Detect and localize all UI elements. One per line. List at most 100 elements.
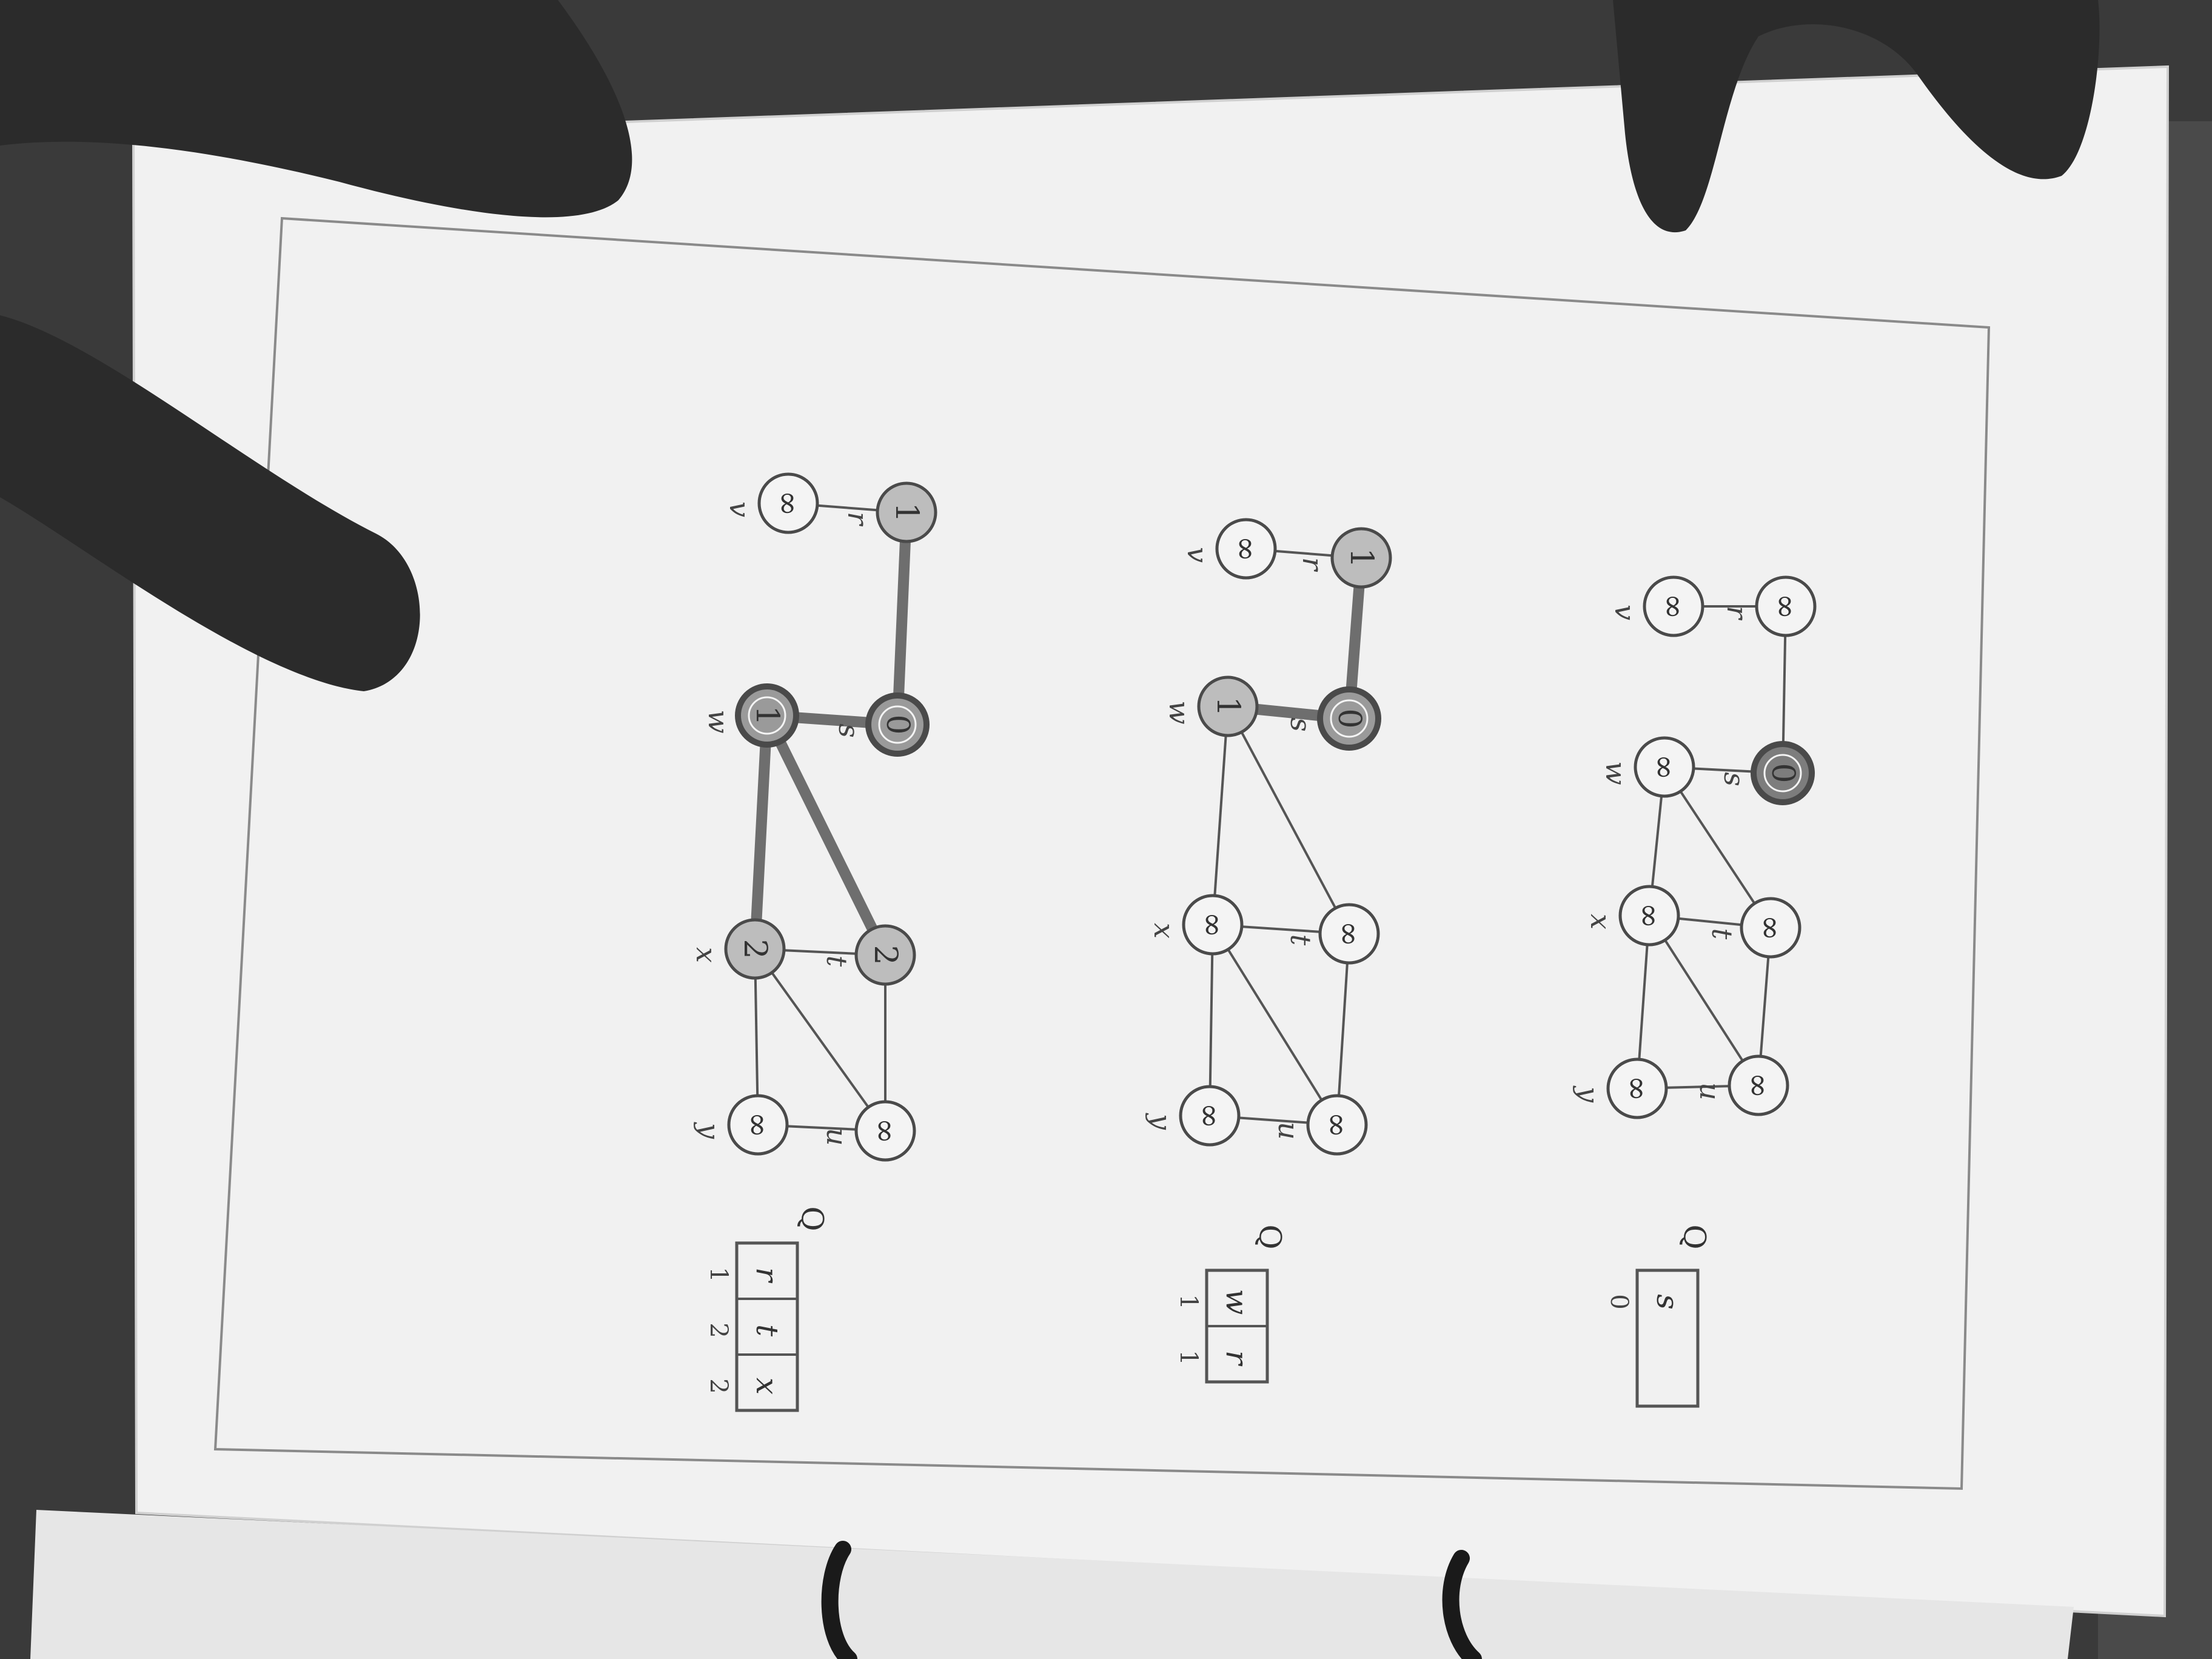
node-label: y	[693, 1122, 726, 1139]
edge-x-u	[1648, 914, 1760, 1087]
node-value: 1	[888, 502, 925, 522]
edge-w-x	[1212, 706, 1229, 925]
node-u: ∞u	[820, 1100, 916, 1162]
node-u: ∞u	[1272, 1094, 1368, 1156]
node-circle	[865, 692, 930, 757]
queue-vertex: r	[749, 1267, 785, 1284]
node-value: 1	[1210, 696, 1246, 716]
node-label: t	[1706, 928, 1738, 940]
node-value: 2	[737, 939, 773, 959]
queue-distance: 0	[1605, 1294, 1633, 1309]
node-label: w	[1600, 761, 1632, 785]
node-label: v	[1609, 605, 1641, 620]
edge-x-u	[1212, 923, 1338, 1126]
node-v: ∞v	[1181, 518, 1277, 580]
node-t: ∞t	[1284, 903, 1380, 965]
edge-t-u	[1336, 933, 1350, 1125]
node-value: ∞	[1768, 593, 1804, 619]
queue-vertex: t	[749, 1324, 785, 1337]
node-value: 0	[1765, 763, 1801, 783]
node-t: ∞t	[1706, 897, 1801, 959]
edge-x-y	[1208, 924, 1214, 1116]
queue-distance: 1	[1175, 1350, 1202, 1365]
node-y: ∞y	[1572, 1057, 1668, 1119]
node-x: ∞x	[1584, 885, 1680, 947]
node-v: ∞v	[1609, 575, 1704, 637]
node-r: 1r	[1296, 527, 1392, 589]
node-label: x	[1584, 914, 1617, 930]
node-s: 0s	[1718, 741, 1815, 805]
node-circle	[1606, 1057, 1668, 1119]
notebook-page	[132, 65, 2170, 1618]
node-label: v	[723, 501, 756, 517]
node-circle	[1755, 575, 1817, 637]
node-x: 2x	[690, 918, 786, 980]
node-circle	[854, 924, 916, 986]
edge-w-t	[1663, 766, 1772, 929]
node-circle	[1318, 903, 1380, 965]
node-inner-ring	[1330, 699, 1369, 738]
node-y: ∞y	[693, 1094, 789, 1156]
node-value: ∞	[867, 1118, 903, 1144]
node-label: u	[1694, 1082, 1726, 1101]
node-circle	[1634, 736, 1695, 798]
edge-x-u	[754, 948, 886, 1132]
node-value: 1	[1343, 548, 1379, 568]
node-label: t	[1284, 934, 1317, 946]
node-circle	[727, 1094, 789, 1156]
node-circle	[1643, 575, 1704, 637]
queue-distance: 1	[1175, 1294, 1202, 1309]
node-v: ∞v	[723, 472, 819, 534]
node-label: u	[1272, 1122, 1305, 1140]
queue-box	[1635, 1269, 1700, 1408]
node-label: u	[820, 1128, 853, 1146]
queue-distance: 2	[705, 1322, 732, 1338]
node-value: ∞	[1228, 535, 1264, 561]
node-circle	[1330, 527, 1392, 589]
node-label: r	[1296, 557, 1329, 572]
node-label: r	[1721, 606, 1754, 621]
node-value: 0	[1331, 708, 1367, 728]
node-circle	[757, 472, 819, 534]
node-circle	[854, 1100, 916, 1162]
node-value: ∞	[1191, 1102, 1228, 1128]
tree-edge-s-r	[892, 507, 912, 730]
node-circle	[876, 481, 937, 543]
node-label: s	[833, 723, 865, 738]
queue-distance: 2	[705, 1378, 732, 1393]
node-s: 0s	[833, 692, 930, 757]
queue-label: Q	[795, 1207, 830, 1232]
node-value: ∞	[1740, 1072, 1777, 1098]
node-value: ∞	[1619, 1075, 1655, 1101]
node-value: ∞	[1752, 914, 1789, 940]
tree-edge-w-t	[762, 710, 891, 960]
node-value: ∞	[1195, 911, 1231, 937]
node-r: 1r	[842, 481, 937, 543]
node-label: y	[1145, 1113, 1178, 1130]
node-w: 1w	[702, 683, 799, 748]
node-circle	[1215, 518, 1277, 580]
node-circle	[1751, 741, 1815, 805]
node-value: ∞	[1646, 754, 1683, 780]
binder-cord-left	[821, 1541, 857, 1659]
node-circle	[1618, 885, 1680, 947]
queue-box	[735, 1241, 799, 1412]
node-value: 0	[879, 714, 916, 734]
node-label: s	[1284, 717, 1317, 732]
node-label: w	[702, 709, 735, 733]
node-circle	[724, 918, 786, 980]
node-circle	[735, 683, 799, 748]
node-value: ∞	[740, 1111, 776, 1138]
node-label: v	[1181, 547, 1214, 563]
node-value: ∞	[1319, 1111, 1355, 1138]
node-value: ∞	[1331, 920, 1367, 947]
page-frame	[213, 216, 1991, 1490]
node-value: ∞	[1631, 902, 1667, 928]
queue-label: Q	[1677, 1225, 1712, 1250]
node-circle	[1728, 1054, 1789, 1116]
queue: Qs0	[1605, 1225, 1712, 1408]
node-label: x	[1148, 923, 1181, 939]
